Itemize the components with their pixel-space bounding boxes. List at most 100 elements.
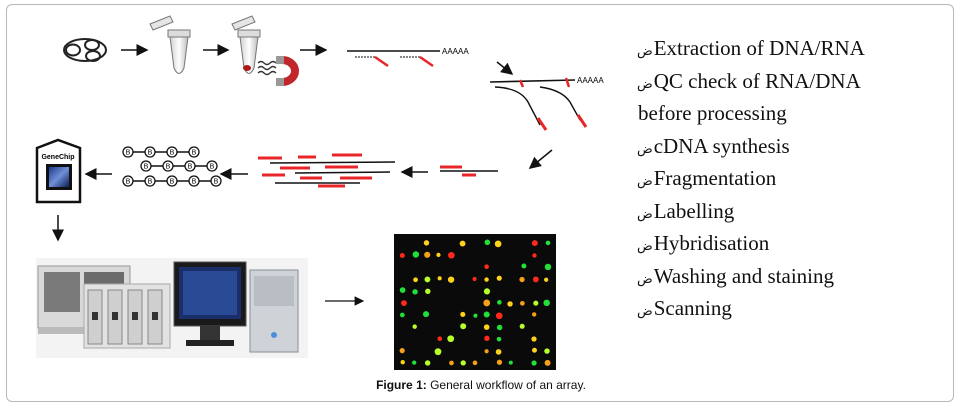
array-spot [424, 251, 431, 258]
array-spot [531, 336, 537, 342]
array-spot [472, 360, 478, 366]
array-spots [399, 239, 552, 366]
array-spot [532, 347, 537, 353]
biotin-label [122, 175, 134, 187]
workflow-step: ضcDNA synthesis [637, 132, 865, 165]
workflow-step: ضScanning [637, 294, 865, 327]
fragments-pile [258, 153, 396, 188]
array-spot [543, 299, 550, 307]
biotin-letter: B [192, 150, 197, 157]
array-spot [483, 311, 490, 318]
biotin-label [188, 175, 200, 187]
cdna-synthesis: AAAAA [489, 76, 604, 131]
array-spot [437, 276, 442, 281]
step-bullet: ض [637, 76, 653, 92]
array-spot [496, 336, 502, 342]
biotin-letter: B [192, 179, 197, 186]
cells-icon [63, 38, 107, 62]
array-spot [449, 360, 454, 366]
array-spot [412, 251, 420, 258]
step-bullet: ض [637, 271, 653, 287]
array-spot [460, 360, 466, 366]
array-spot [412, 324, 417, 329]
array-spot [399, 312, 405, 318]
array-spot [399, 253, 405, 259]
array-spot [484, 277, 489, 282]
array-spot [424, 360, 431, 366]
polya-tail-2: AAAAA [577, 76, 604, 85]
array-spot [494, 240, 502, 248]
tube-icon [149, 15, 191, 74]
array-spot [544, 277, 549, 282]
figure-frame [6, 4, 954, 402]
array-spot [545, 240, 551, 246]
biotin-letter: B [126, 179, 131, 186]
array-spot [484, 264, 489, 270]
array-spot [531, 240, 538, 247]
scanned-array-image [394, 234, 556, 370]
biotin-letter: B [126, 150, 131, 157]
arrow-4 [496, 61, 514, 75]
biotin-label [166, 146, 178, 158]
magnetic-waves-icon [257, 60, 277, 76]
step-bullet: ض [637, 174, 653, 189]
step-text: Scanning [653, 296, 732, 320]
workflow-step: ضFragmentation [637, 164, 865, 197]
caption-text: General workflow of an array. [430, 378, 586, 392]
array-spot [520, 300, 525, 306]
array-spot [508, 360, 513, 365]
array-spot [412, 360, 417, 365]
genechip-label: GeneChip [41, 154, 74, 161]
polya-tail-1: AAAAA [442, 47, 469, 56]
array-spot [484, 349, 489, 354]
array-spot [423, 240, 430, 246]
step-text: Labelling [653, 198, 735, 223]
array-spot [399, 287, 406, 293]
workflow-step: ضQC check of RNA/DNA [637, 67, 865, 100]
array-spot [483, 288, 491, 295]
biotin-letter: B [148, 150, 153, 157]
biotin-letter: B [166, 164, 171, 171]
workflow-step: ضHybridisation [637, 229, 865, 262]
biotin-letter: B [170, 150, 175, 157]
array-spot [473, 313, 478, 318]
tube-with-beads-icon [231, 15, 261, 74]
step-text: Fragmentation [653, 166, 777, 190]
array-spot [519, 276, 525, 283]
array-spot [544, 359, 551, 366]
magnet-icon [276, 56, 299, 86]
array-spot [533, 300, 539, 306]
biotin-label [210, 175, 222, 187]
array-spot [472, 276, 477, 282]
caption-label: Figure 1: [376, 378, 427, 392]
array-spot [399, 348, 405, 354]
array-spot [424, 276, 431, 283]
array-spot [495, 349, 502, 355]
step-bullet: ض [637, 304, 653, 319]
array-spot [496, 359, 503, 365]
mrna-primers: AAAAA [347, 47, 469, 68]
step-text: cDNA synthesis [653, 133, 790, 158]
array-spot [484, 335, 490, 341]
workflow-step: ضExtraction of DNA/RNA [637, 34, 865, 67]
array-spot [460, 323, 467, 330]
arrow-5 [528, 149, 553, 169]
step-bullet: ض [637, 206, 653, 222]
biotin-label [206, 160, 218, 172]
array-spot [437, 336, 443, 342]
array-spot [448, 251, 455, 259]
array-spot [425, 288, 431, 295]
biotin-label [144, 146, 156, 158]
step-text: before processing [638, 101, 787, 125]
array-spot [460, 311, 466, 317]
array-spot [484, 239, 491, 246]
genechip-icon: GeneChip [35, 138, 82, 204]
array-spot [521, 263, 527, 269]
array-spot [532, 253, 537, 258]
biotin-letter: B [170, 179, 175, 186]
biotin-label [166, 175, 178, 187]
array-spot [532, 276, 539, 283]
step-bullet: ض [637, 239, 653, 254]
figure-caption: Figure 1: General workflow of an array. [0, 378, 962, 392]
